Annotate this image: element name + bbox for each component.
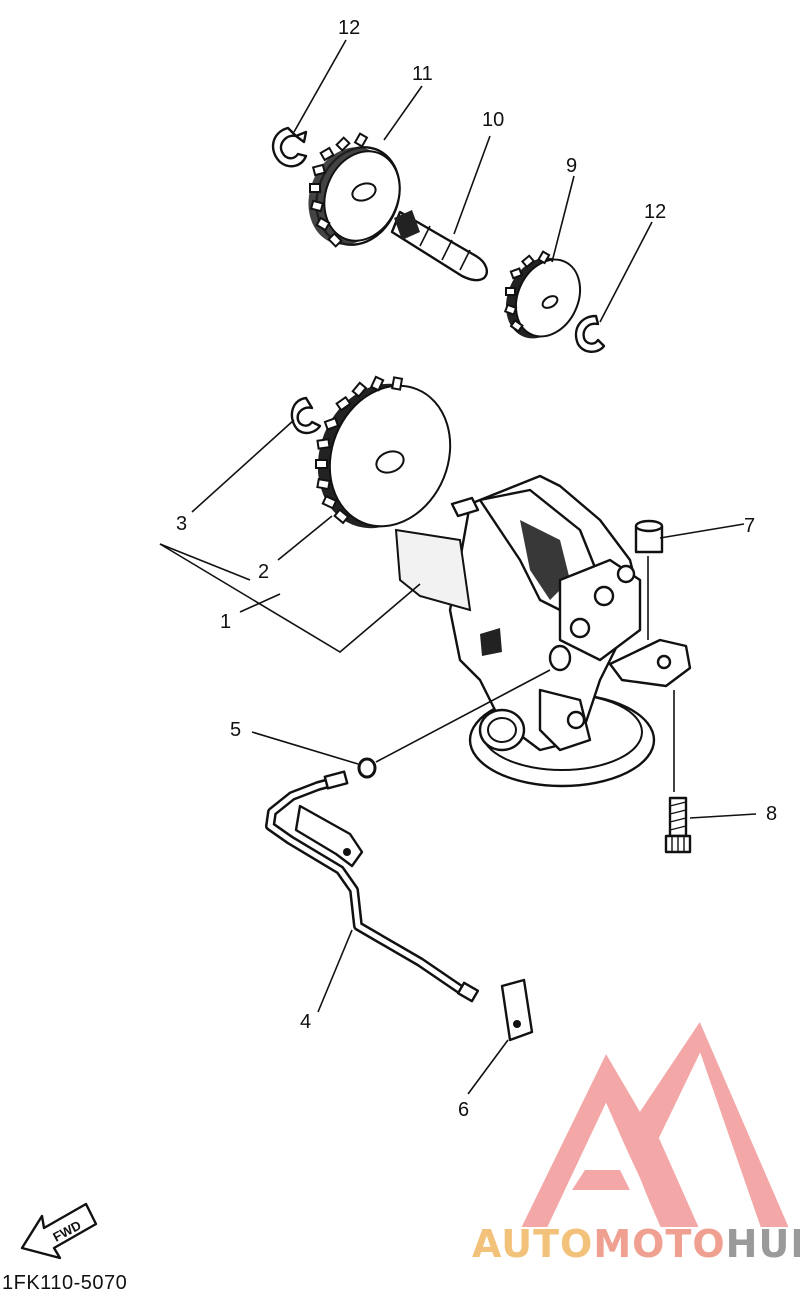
callout-12-right: 12 [644,201,666,223]
watermark-word-moto: MOTO [593,1222,726,1266]
callout-2: 2 [258,561,269,583]
oil-pump-body [394,474,692,788]
collar-7 [634,519,664,554]
circlip-12-right [574,314,606,353]
watermark-word-auto: AUTO [472,1222,594,1266]
watermark-word-hub: HUB [725,1222,800,1266]
callout-8: 8 [766,803,777,825]
callout-1: 1 [220,611,231,633]
callout-11: 11 [412,63,433,85]
callout-12-top: 12 [338,17,360,39]
gear-2 [315,375,452,529]
callout-10: 10 [482,109,504,131]
callout-3: 3 [176,513,187,535]
callout-7: 7 [744,515,755,537]
callout-4: 4 [300,1011,311,1033]
watermark-brand: AUTOMOTOHUB [472,1222,800,1266]
fwd-arrow-icon: FWD [20,1202,98,1260]
gear-9 [503,250,582,339]
oil-pipe-4 [265,770,480,1003]
circlip-3 [290,396,322,435]
diagram-code: 1FK110-5070 [2,1272,128,1294]
circlip-12-top [271,126,308,168]
callout-6: 6 [458,1099,469,1121]
gear-11 [308,132,401,248]
callout-9: 9 [566,155,577,177]
leader-lines [159,39,757,1095]
plate-6 [500,978,534,1042]
watermark-logo [518,1017,792,1229]
callout-5: 5 [230,719,241,741]
o-ring-5 [357,757,377,779]
shaft-10 [390,210,488,282]
bolt-8 [664,796,692,854]
